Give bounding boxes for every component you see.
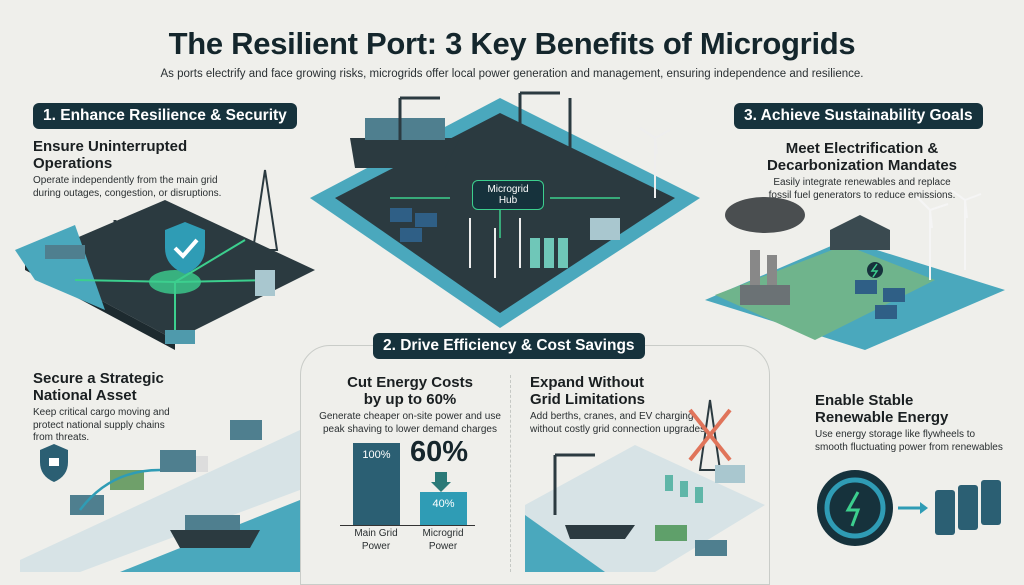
section-1-banner: 1. Enhance Resilience & Security [33, 103, 297, 129]
text-line: fossil fuel generators to reduce emissio… [768, 189, 956, 201]
text-line: Add berths, cranes, and EV charging [530, 411, 694, 422]
heading-line: Enable Stable [815, 392, 914, 409]
text-line: peak shaving to lower demand charges [323, 423, 497, 435]
bar-main-grid: 100% [353, 443, 400, 525]
bar-value-label: 100% [362, 449, 391, 461]
resilience-port-illustration [15, 169, 315, 350]
heading-line: Operations [33, 155, 113, 172]
section-3-block-stable-energy: Enable Stable Renewable Energy Use energ… [815, 392, 1003, 454]
section-1-block-uninterrupted: Ensure Uninterrupted Operations Operate … [33, 138, 221, 200]
text-line: from threats. [33, 432, 90, 443]
microgrid-hub-illustration [310, 91, 700, 328]
chart-baseline [340, 525, 475, 526]
heading-line: Meet Electrification & [785, 140, 939, 157]
section-2-banner: 2. Drive Efficiency & Cost Savings [373, 333, 645, 359]
text-line: smooth fluctuating power from renewables [815, 441, 1003, 453]
section-3-banner: 3. Achieve Sustainability Goals [734, 103, 983, 129]
text-line: Operate independently from the main grid [33, 175, 218, 186]
sustainability-illustration [705, 190, 1005, 350]
text-line: Use energy storage like flywheels to [815, 429, 976, 440]
port-expansion-illustration [525, 399, 765, 572]
crossed-pylon-icon [688, 399, 732, 471]
text-line: Keep critical cargo moving and [33, 407, 170, 418]
energy-storage-illustration [817, 470, 1001, 546]
section-2-block-cost: Cut Energy Costs by up to 60% Generate c… [315, 374, 505, 436]
hub-label-line: Hub [498, 195, 518, 206]
heading-line: Secure a Strategic [33, 370, 164, 387]
section-1-block-national-asset: Secure a Strategic National Asset Keep c… [33, 370, 170, 445]
down-arrow-head [431, 482, 451, 492]
divider [510, 375, 511, 572]
battery-icon [935, 480, 1001, 535]
hub-label-line: Microgrid [487, 184, 529, 195]
bar-microgrid: 40% [420, 492, 467, 525]
savings-annotation: 60% [410, 436, 469, 468]
heading-line: National Asset [33, 387, 137, 404]
shield-check-icon [165, 222, 205, 274]
section-3-block-mandates: Meet Electrification & Decarbonization M… [700, 140, 1024, 202]
down-arrow-icon [435, 472, 447, 482]
heading-line: Expand Without [530, 374, 645, 391]
microgrid-hub-label: Microgrid Hub [472, 180, 544, 210]
heading-line: Decarbonization Mandates [766, 157, 958, 174]
flywheel-icon [817, 470, 893, 546]
heading-line: Grid Limitations [530, 391, 646, 408]
text-line: Generate cheaper on-site power and use [319, 411, 501, 422]
text-line: without costly grid connection upgrades [530, 423, 706, 435]
text-line: Easily integrate renewables and replace [773, 177, 951, 188]
heading-line: Cut Energy Costs [347, 374, 473, 391]
supply-chain-illustration [20, 420, 300, 572]
page-subtitle: As ports electrify and face growing risk… [160, 68, 864, 80]
heading-line: Ensure Uninterrupted [33, 138, 188, 155]
text-line: during outages, congestion, or disruptio… [33, 187, 222, 199]
page-title: The Resilient Port: 3 Key Benefits of Mi… [168, 26, 856, 61]
heading-line: Renewable Energy [815, 409, 949, 426]
bar-value-label: 40% [432, 498, 455, 511]
text-line: protect national supply chains [33, 419, 165, 431]
section-2-block-expand: Expand Without Grid Limitations Add bert… [530, 374, 705, 436]
heading-line: by up to 60% [363, 391, 457, 408]
